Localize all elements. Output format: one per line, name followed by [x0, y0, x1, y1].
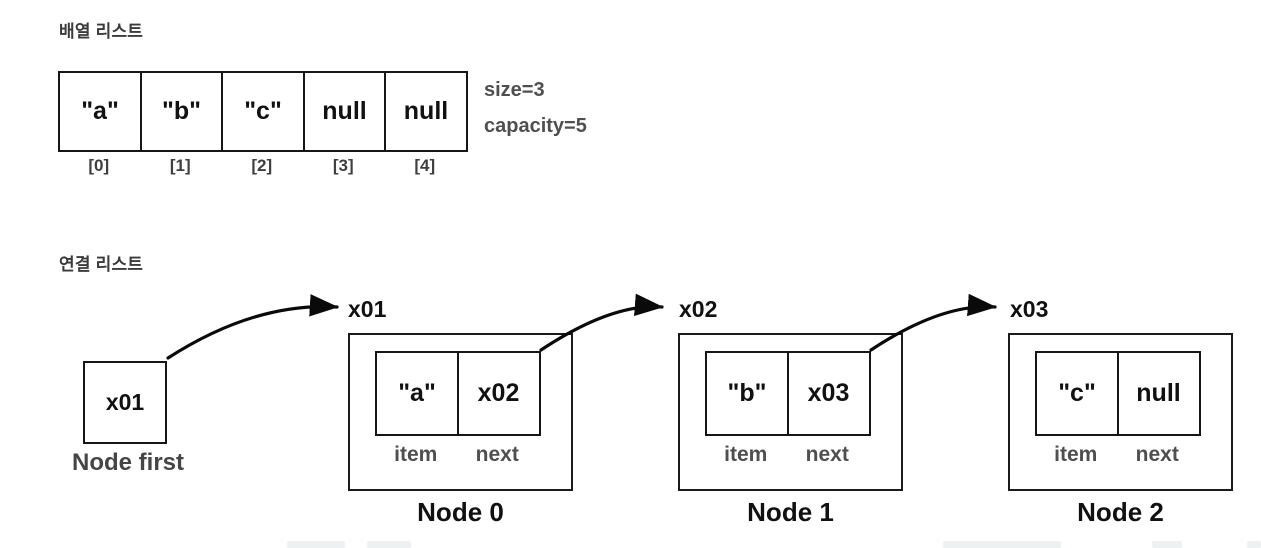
node-0-item-label: item	[394, 443, 438, 466]
node-first-value: x01	[83, 361, 167, 444]
array-cell-3: null	[302, 71, 387, 152]
node-0-next-label: next	[475, 443, 519, 466]
node-0-field-labels: item next	[375, 443, 538, 467]
node-1-caption: Node 1	[747, 497, 834, 527]
bottom-edge-artifact	[367, 541, 411, 548]
bottom-edge-artifact	[1152, 541, 1182, 548]
size-label: size=3	[484, 79, 545, 101]
bottom-edge-artifact	[943, 541, 1061, 548]
node-0-caption: Node 0	[417, 497, 504, 527]
array-index-1: [1]	[169, 156, 191, 175]
bottom-edge-artifact	[287, 541, 345, 548]
node-2-fields: "c" null	[1035, 351, 1201, 436]
pointer-label-x03: x03	[1010, 296, 1049, 322]
node-first-caption: Node first	[71, 449, 184, 476]
bottom-edge-artifact	[1247, 541, 1261, 548]
node-first-reference: x01 Node first	[72, 361, 184, 476]
node-0-next-value: x02	[456, 351, 541, 436]
pointer-label-x02: x02	[679, 296, 718, 322]
node-1-fields: "b" x03	[705, 351, 871, 436]
node-2-caption: Node 2	[1077, 497, 1164, 527]
pointer-label-x01: x01	[348, 296, 387, 322]
array-cell-4: null	[384, 71, 468, 152]
node-0-item-value: "a"	[375, 351, 459, 436]
array-index-labels: [0] [1] [2] [3] [4]	[58, 156, 466, 176]
array-index-4: [4]	[414, 156, 436, 175]
node-1-next-value: x03	[786, 351, 871, 436]
node-0-fields: "a" x02	[375, 351, 541, 436]
node-1-item-value: "b"	[705, 351, 789, 436]
array-cells: "a" "b" "c" null null	[58, 71, 468, 152]
array-index-2: [2]	[251, 156, 273, 175]
linked-list-heading: 연결 리스트	[59, 255, 144, 274]
array-cell-1: "b"	[139, 71, 224, 152]
array-index-3: [3]	[332, 156, 354, 175]
node-2-next-value: null	[1116, 351, 1201, 436]
arrow-first-to-node0-icon	[166, 294, 339, 360]
capacity-label: capacity=5	[484, 115, 587, 137]
node-1-field-labels: item next	[705, 443, 868, 467]
array-cell-2: "c"	[221, 71, 305, 152]
node-2-field-labels: item next	[1035, 443, 1198, 467]
node-1-item-label: item	[724, 443, 768, 466]
node-2-next-label: next	[1135, 443, 1179, 466]
array-cell-0: "a"	[58, 71, 142, 152]
array-index-0: [0]	[88, 156, 110, 175]
node-1-next-label: next	[805, 443, 849, 466]
node-2-item-label: item	[1054, 443, 1098, 466]
array-list-heading: 배열 리스트	[59, 22, 144, 41]
node-2-item-value: "c"	[1035, 351, 1119, 436]
